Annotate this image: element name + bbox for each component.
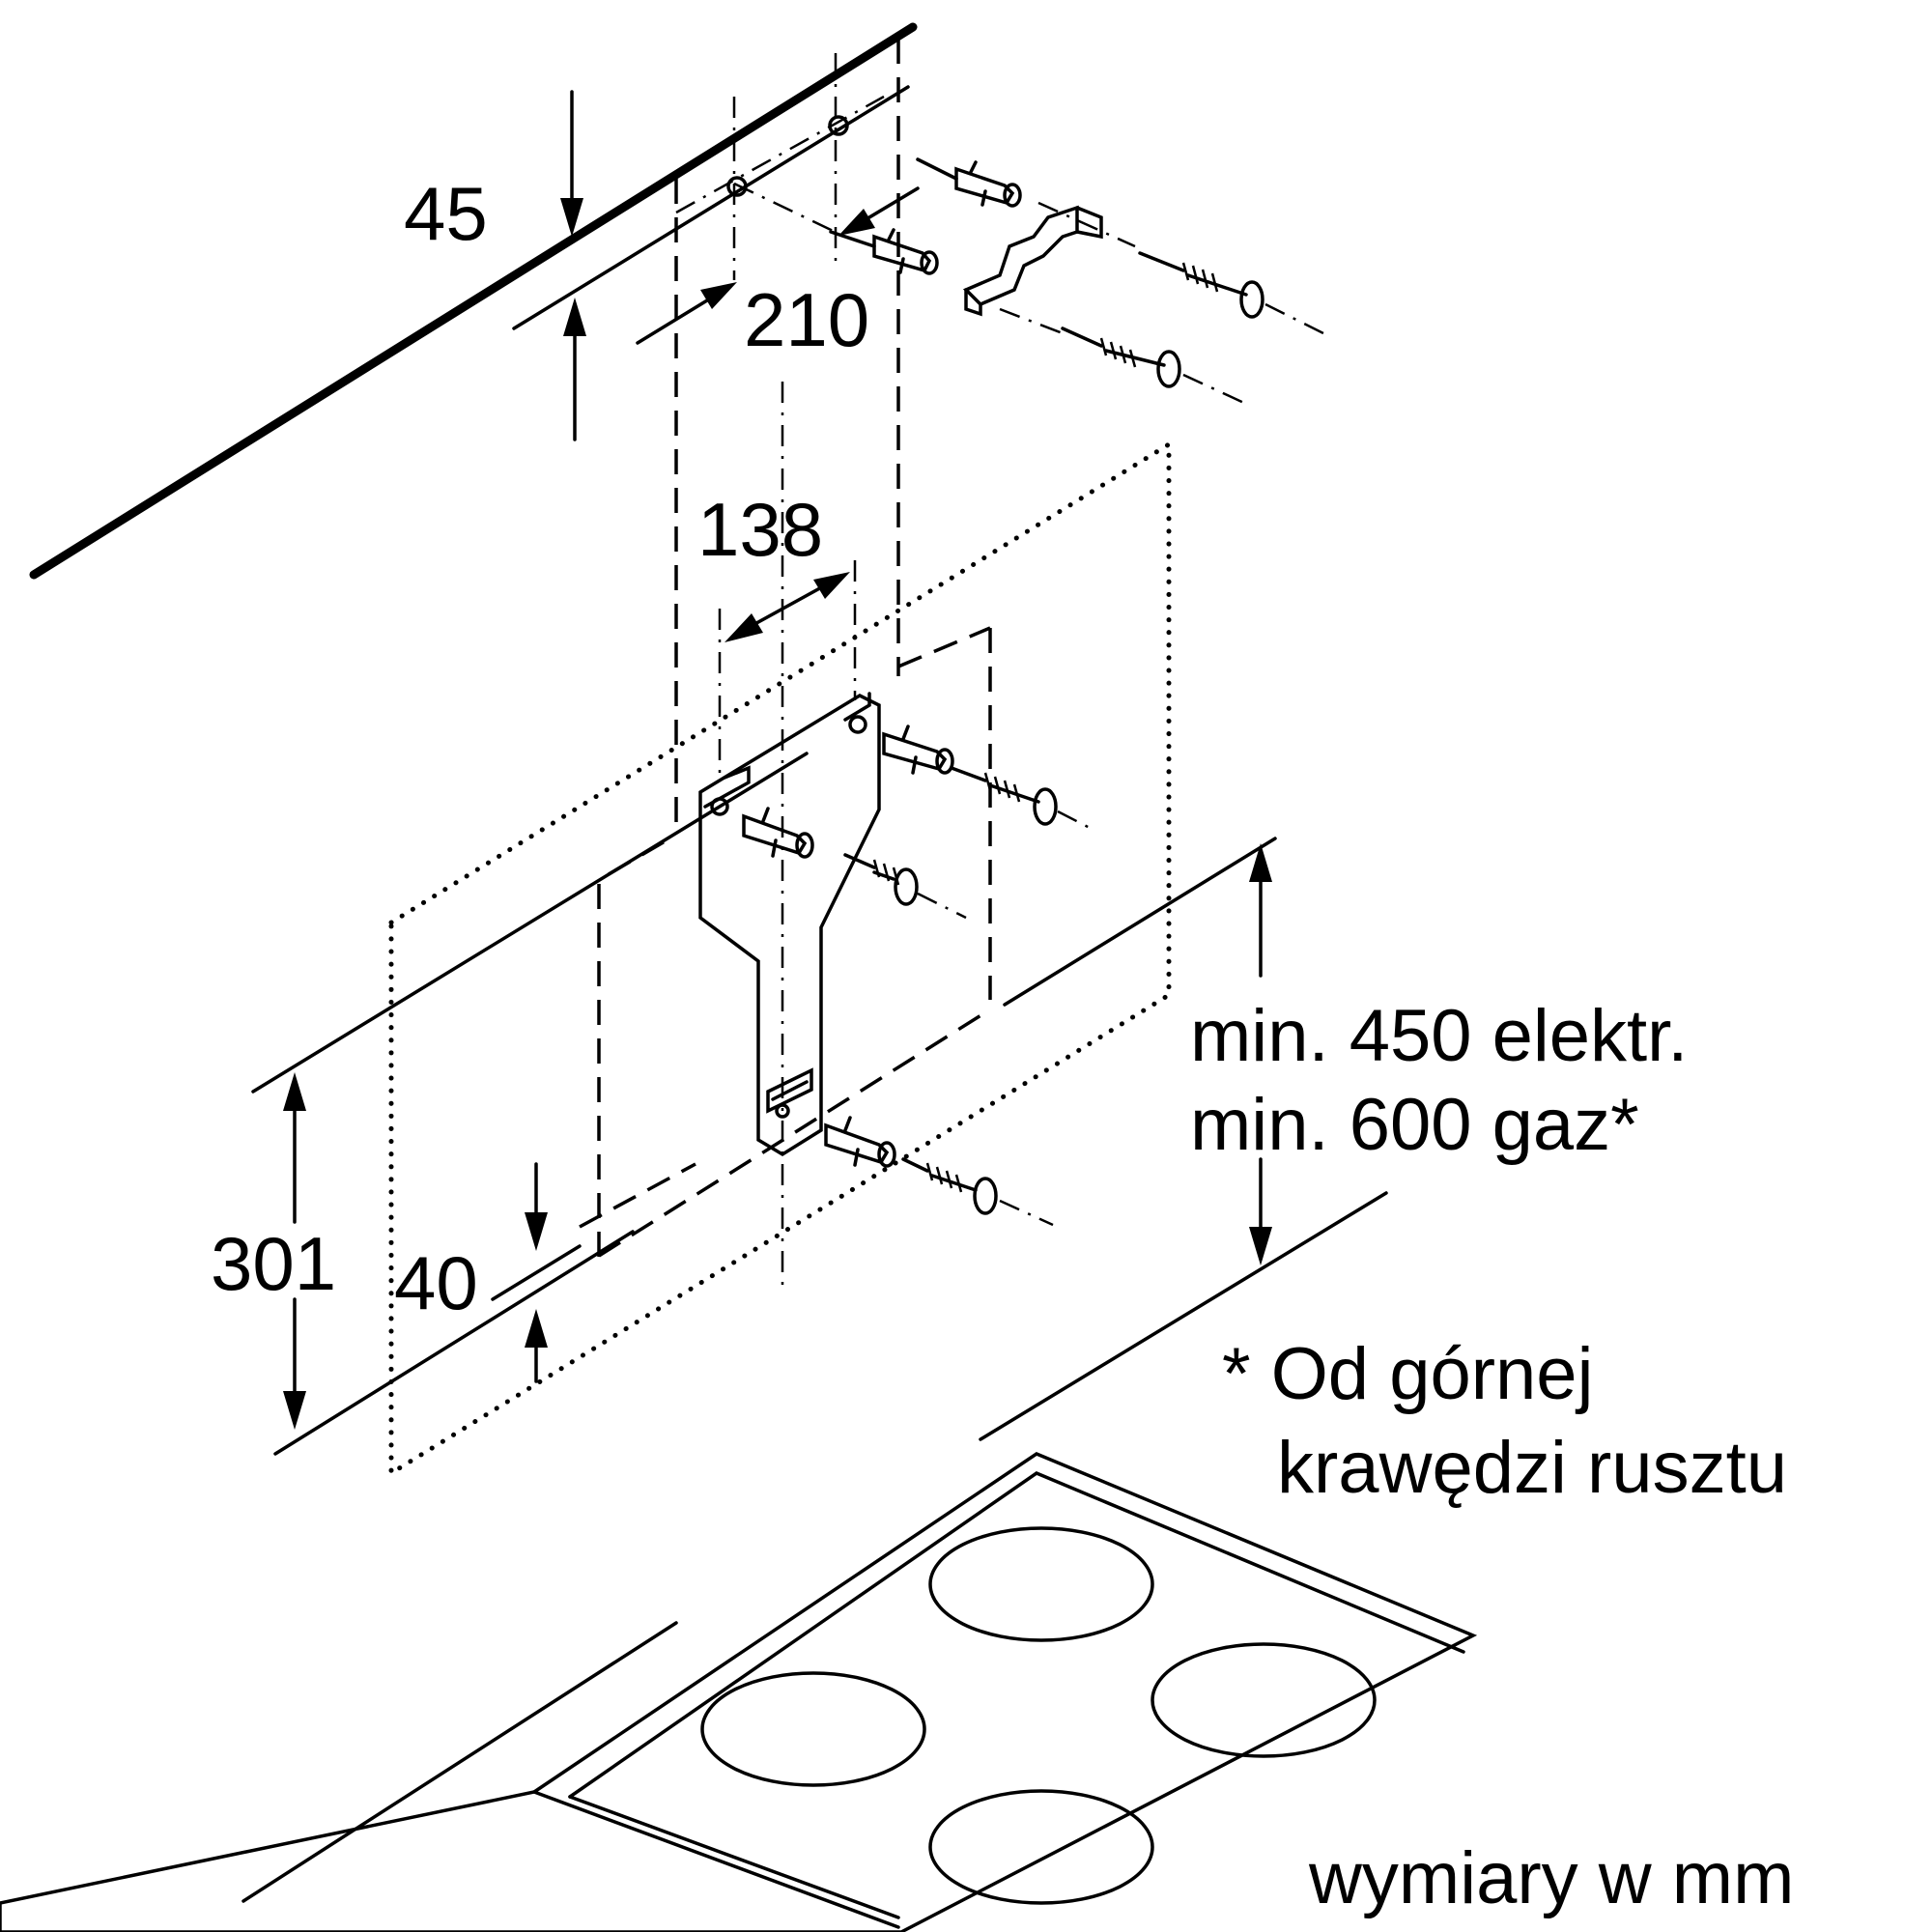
upper-hole-left [726, 176, 748, 197]
units-label: wymiary w mm [1308, 1837, 1794, 1919]
hob-burner-icon [700, 1671, 926, 1787]
footnote-line1: * Od górnej [1222, 1333, 1593, 1415]
hob-burner-icon [1151, 1642, 1377, 1758]
upper-hole-right [828, 115, 849, 136]
lower-fixings [742, 724, 1093, 1227]
dimension-301: 301 [211, 752, 809, 1456]
dimension-210-label: 210 [744, 277, 869, 362]
upper-mounting-area [674, 39, 900, 1285]
dimension-138-label: 138 [697, 487, 823, 572]
dimension-40-label: 40 [394, 1240, 478, 1325]
wall-plug-icon [829, 228, 939, 275]
dimension-40: 40 [394, 1162, 582, 1383]
dimension-45: 45 [404, 85, 910, 441]
upper-fixings [829, 157, 1324, 406]
wall-plug-icon [916, 157, 1022, 208]
hob [0, 1452, 1478, 1932]
screw-icon [843, 853, 967, 920]
dimension-45-label: 45 [404, 171, 488, 256]
min-gas-label: min. 600 gaz* [1190, 1084, 1639, 1166]
screw-icon [1138, 251, 1324, 335]
hob-burner-icon [928, 1789, 1154, 1905]
min-electric-label: min. 450 elektr. [1190, 995, 1688, 1077]
footnote-line2: krawędzi rusztu [1277, 1427, 1787, 1509]
screw-icon [1061, 327, 1247, 406]
main-bracket [698, 692, 881, 1157]
wall-plug-icon [882, 724, 954, 775]
footnote: * Od górnej krawędzi rusztu [1222, 1333, 1787, 1509]
bracket-hole-right [848, 715, 867, 734]
bracket-hole-left [710, 797, 729, 816]
wall-plug-icon [742, 807, 814, 859]
screw-icon [950, 766, 1093, 831]
dimension-210: 210 [636, 186, 920, 362]
min-distance-dimension: min. 450 elektr. min. 600 gaz* [979, 837, 1688, 1441]
hob-burner-icon [928, 1526, 1154, 1642]
dimension-301-label: 301 [211, 1221, 336, 1306]
chimney-outline [388, 440, 1172, 1478]
mounting-bracket-icon [962, 205, 1103, 317]
screw-icon [901, 1157, 1054, 1227]
ceiling-edge [29, 22, 918, 580]
dimension-138: 138 [697, 487, 857, 773]
wall-plug-icon [824, 1116, 896, 1168]
